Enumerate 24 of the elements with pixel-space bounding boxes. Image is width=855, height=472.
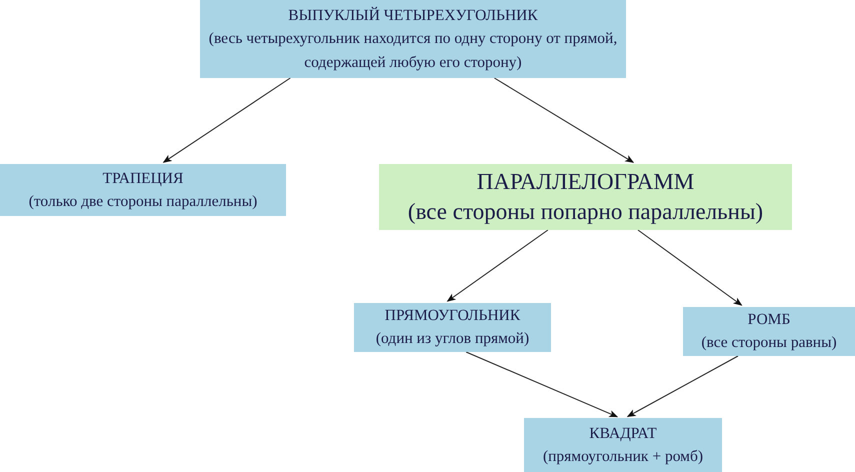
arrow [446, 230, 548, 302]
node-title: РОМБ [748, 310, 790, 330]
arrow [466, 352, 618, 418]
node-description: (один из углов прямой) [376, 328, 530, 348]
concept-box [379, 164, 792, 230]
node-title: КВАДРАТ [589, 424, 657, 444]
arrow [162, 78, 291, 163]
node-title: ТРАПЕЦИЯ [102, 168, 184, 189]
concept-box [354, 303, 551, 352]
concept-box [683, 307, 855, 356]
node-title: ПРЯМОУГОЛЬНИК [384, 306, 520, 326]
node-description: (все стороны попарно параллельны) [408, 198, 764, 226]
concept-box [0, 164, 286, 216]
node-title: ПАРАЛЛЕЛОГРАММ [476, 168, 694, 196]
arrow [626, 356, 739, 418]
arrow [637, 230, 742, 306]
node-description: (прямоугольник + ромб) [542, 447, 704, 467]
node-description: (весь четырехугольник находится по одну сторону от прямой, содержащей любую его сторону) [208, 29, 618, 73]
concept-box [524, 418, 722, 472]
node-description: (только две стороны параллельны) [28, 192, 258, 212]
node-description: (все стороны равны) [701, 332, 837, 352]
arrow [494, 78, 634, 163]
concept-box [200, 0, 626, 78]
node-title: ВЫПУКЛЫЙ ЧЕТЫРЕХУГОЛЬНИК [288, 6, 538, 26]
